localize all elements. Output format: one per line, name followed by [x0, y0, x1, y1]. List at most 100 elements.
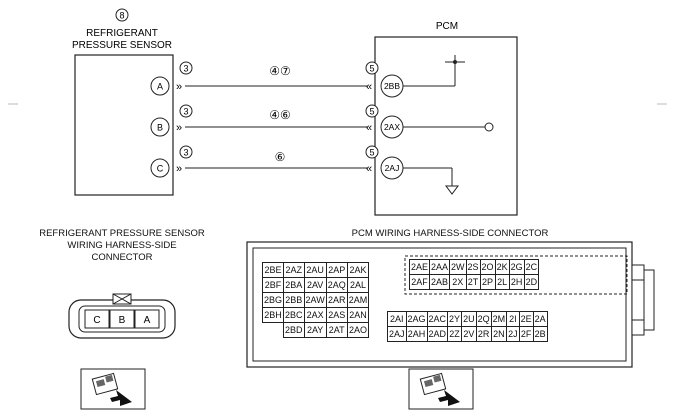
sensor-ref-circle [115, 8, 129, 22]
pin-cell: 2Q [475, 311, 492, 327]
pin-cell: 2BB [283, 292, 305, 308]
pin-cell: 2AV [303, 277, 327, 293]
connector-view-arrow-icon [80, 368, 146, 410]
pin-cell: 2D [523, 274, 540, 290]
pcm-pin-label: 2BB [384, 81, 400, 91]
pin-cell: 2P [479, 274, 496, 290]
sensor-connector-caption-3: CONNECTOR [91, 252, 153, 263]
pin-cell: 2AO [346, 322, 370, 338]
pin-cell: 2O [479, 259, 496, 275]
sensor-title-1: REFRIGERANT [86, 28, 158, 39]
pin-cell: 2N [490, 326, 508, 342]
wire-row-b: B » 3 ④⑥ 5 « 2AX [150, 104, 494, 139]
ground-symbol [445, 185, 459, 195]
pin-cell: 2AJ [387, 326, 407, 342]
sensor-pin-label: C [157, 164, 164, 174]
pin-cell: 2AS [325, 307, 348, 323]
pin-cell: 2AX [303, 307, 327, 323]
pin-cell: 2BG [261, 292, 285, 308]
pin-cell: 2B [532, 326, 548, 342]
pin-cell: 2W [449, 259, 467, 275]
sensor-pin-circle [150, 76, 170, 96]
pcm-pin-label: 2AJ [385, 163, 400, 173]
pin-cell: 2F [518, 326, 534, 342]
sensor-connector-caption-2: WIRING HARNESS-SIDE [67, 240, 177, 251]
pin-cell: 2AY [303, 322, 327, 338]
right-ref: 5 [369, 148, 374, 158]
sensor-connector-caption-1: REFRIGERANT PRESSURE SENSOR [39, 228, 205, 239]
pin-cell: 2AE [408, 259, 431, 275]
sensor-pin-label: B [157, 123, 163, 133]
pin-cell: 2BF [261, 277, 285, 293]
pin-cell: 2X [449, 274, 467, 290]
pin-cell: 2I [506, 311, 520, 327]
right-ref: 5 [369, 64, 374, 74]
pin-cell: 2BE [261, 262, 285, 278]
pin-cell: 2AR [325, 292, 348, 308]
pin-cell: 2BD [283, 322, 305, 338]
pin-cell: 2A [532, 311, 548, 327]
pin-cell: 2AZ [283, 262, 305, 278]
mid-ref: ⑥ [275, 150, 286, 164]
pin-cell: 2T [465, 274, 481, 290]
pin-cell: 2V [461, 326, 477, 342]
pin-cell: 2AC [426, 311, 449, 327]
connector-view-arrow-icon [408, 368, 474, 410]
sensor-connector-pin: B [119, 315, 126, 326]
pin-cell: 2M [490, 311, 508, 327]
sensor-title-2: PRESSURE SENSOR [72, 40, 172, 51]
wiring-schematic: 8 REFRIGERANT PRESSURE SENSOR PCM A » 3 … [8, 8, 667, 216]
pin-cell: 2L [494, 274, 510, 290]
pin-cell: 2AU [303, 262, 327, 278]
pin-cell: 2AQ [325, 277, 348, 293]
connector-mark: » [176, 163, 182, 175]
pcm-pin-label: 2AX [384, 122, 400, 132]
pcm-connector-caption: PCM WIRING HARNESS-SIDE CONNECTOR [351, 228, 549, 239]
pin-cell: 2H [508, 274, 525, 290]
pin-cell: 2AN [346, 307, 370, 323]
pin-cell: 2AK [346, 262, 370, 278]
sensor-ref: 8 [119, 11, 124, 21]
pin-cell [262, 322, 284, 338]
pin-cell: 2AG [405, 311, 428, 327]
pcm-title: PCM [436, 21, 458, 32]
connector-mark: « [366, 122, 372, 134]
mid-ref: ④⑦ [269, 64, 291, 78]
sensor-connector-pin: C [93, 315, 100, 326]
pin-cell: 2AT [325, 322, 348, 338]
pin-cell: 2K [494, 259, 510, 275]
connector-mark: « [366, 163, 372, 175]
pin-cell: 2AF [408, 274, 431, 290]
pin-cell: 2E [518, 311, 534, 327]
pin-cell: 2R [475, 326, 492, 342]
connector-mark: « [366, 81, 372, 93]
pin-cell: 2AH [405, 326, 428, 342]
pin-cell: 2S [465, 259, 481, 275]
pin-cell: 2AW [303, 292, 327, 308]
sensor-pin-circle [150, 117, 170, 137]
left-ref: 3 [183, 64, 188, 74]
wire-row-c: C » 3 ⑥ 5 « 2AJ [150, 145, 459, 195]
sensor-pin-circle [150, 158, 170, 178]
pin-cell: 2Y [447, 311, 463, 327]
pin-cell: 2BH [261, 307, 285, 323]
pin-cell: 2AB [429, 274, 451, 290]
mid-ref: ④⑥ [269, 108, 291, 122]
pin-cell: 2Z [447, 326, 463, 342]
pin-cell: 2BC [283, 307, 305, 323]
connector-mark: » [176, 122, 182, 134]
pin-cell: 2C [523, 259, 540, 275]
connector-mark: » [176, 81, 182, 93]
pin-cell: 2AI [387, 311, 407, 327]
pin-cell: 2J [506, 326, 520, 342]
